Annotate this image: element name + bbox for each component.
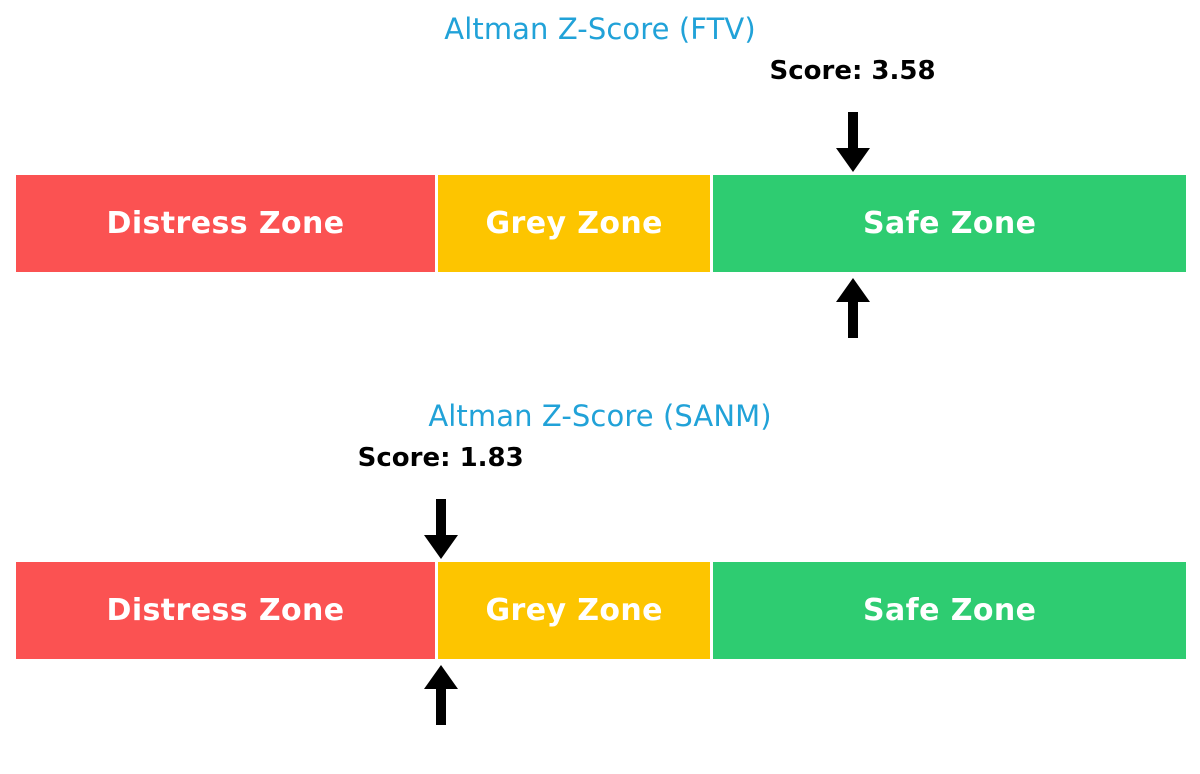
zone-label-grey-ftv: Grey Zone <box>485 206 663 241</box>
panel-title-sanm: Altman Z-Score (SANM) <box>428 399 772 433</box>
score-label-ftv: Score: 3.58 <box>769 56 936 86</box>
zone-bar-ftv: Distress Zone Grey Zone Safe Zone <box>16 175 1186 272</box>
zone-bar-sanm: Distress Zone Grey Zone Safe Zone <box>16 562 1186 659</box>
zone-safe-sanm: Safe Zone <box>713 562 1186 659</box>
zone-safe-ftv: Safe Zone <box>713 175 1186 272</box>
panel-title-ftv: Altman Z-Score (FTV) <box>444 12 756 46</box>
zone-distress-sanm: Distress Zone <box>16 562 436 659</box>
zone-label-grey-sanm: Grey Zone <box>485 593 663 628</box>
score-marker-up-arrow-ftv <box>833 278 873 340</box>
zone-grey-ftv: Grey Zone <box>438 175 711 272</box>
zone-distress-ftv: Distress Zone <box>16 175 436 272</box>
gauge-panel-ftv: Altman Z-Score (FTV) Score: 3.58 Distres… <box>16 12 1186 340</box>
score-marker-down-arrow-sanm <box>421 499 461 561</box>
score-label-sanm: Score: 1.83 <box>357 443 524 473</box>
zone-label-safe-sanm: Safe Zone <box>863 593 1037 628</box>
zone-grey-sanm: Grey Zone <box>438 562 711 659</box>
zone-label-distress-sanm: Distress Zone <box>106 593 345 628</box>
gauge-panel-sanm: Altman Z-Score (SANM) Score: 1.83 Distre… <box>0 387 1200 774</box>
score-marker-down-arrow-ftv <box>833 112 873 174</box>
score-marker-up-arrow-sanm <box>421 665 461 727</box>
zone-label-distress-ftv: Distress Zone <box>106 206 345 241</box>
zone-label-safe-ftv: Safe Zone <box>863 206 1037 241</box>
